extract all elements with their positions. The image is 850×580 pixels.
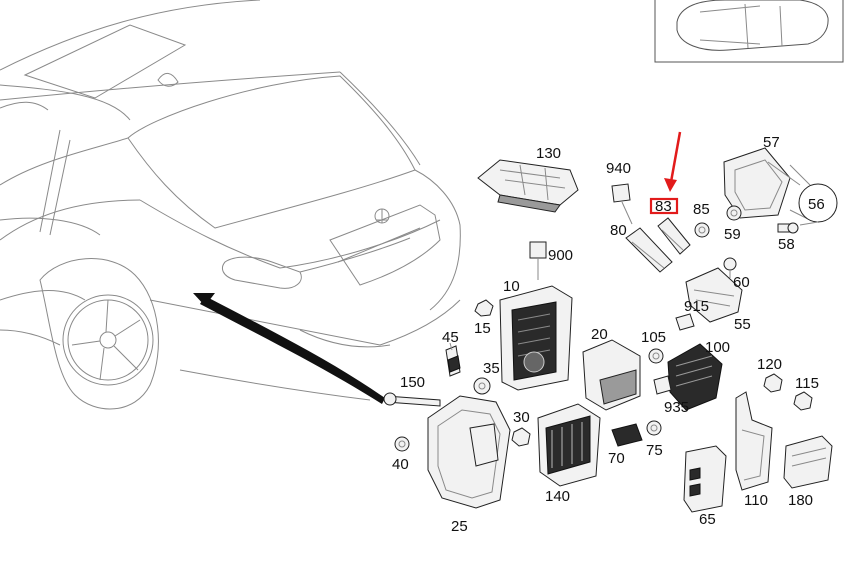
part-915-connector[interactable] [675, 313, 695, 331]
callout-59[interactable]: 59 [724, 226, 741, 243]
part-40-nut[interactable] [394, 436, 410, 452]
part-35-nut[interactable] [473, 377, 491, 395]
callout-180[interactable]: 180 [788, 492, 813, 509]
part-140-fuse-box[interactable] [537, 403, 601, 487]
part-59-nut[interactable] [726, 205, 742, 221]
part-105-nut[interactable] [648, 348, 664, 364]
vehicle-locator-inset [654, 0, 844, 63]
part-75-nut[interactable] [646, 420, 662, 436]
callout-10[interactable]: 10 [503, 278, 520, 295]
callout-20[interactable]: 20 [591, 326, 608, 343]
callout-140[interactable]: 140 [545, 488, 570, 505]
callout-30[interactable]: 30 [513, 409, 530, 426]
part-10-control-unit[interactable] [499, 285, 573, 391]
part-110-bracket[interactable] [735, 391, 773, 491]
part-120-nut[interactable] [763, 373, 783, 393]
car-rear-illustration [0, 0, 461, 410]
part-115-nut[interactable] [793, 391, 813, 411]
part-150-bolt[interactable] [383, 392, 441, 407]
callout-80[interactable]: 80 [610, 222, 627, 239]
callout-110[interactable]: 110 [744, 492, 768, 509]
callout-57[interactable]: 57 [763, 134, 780, 151]
callout-940[interactable]: 940 [606, 160, 631, 177]
callout-100[interactable]: 100 [705, 339, 730, 356]
part-30-nut[interactable] [511, 427, 531, 447]
callout-58[interactable]: 58 [778, 236, 795, 253]
part-900-connector[interactable] [529, 241, 547, 280]
callout-labels: 130 940 83 57 85 56 80 59 58 900 60 10 9… [392, 134, 825, 535]
part-100-module[interactable] [667, 343, 723, 411]
part-70-relay[interactable] [611, 423, 643, 447]
part-58-bolt[interactable] [777, 222, 799, 234]
location-arrow [193, 293, 385, 404]
part-80-module[interactable] [625, 227, 673, 273]
callout-56[interactable]: 56 [808, 196, 825, 213]
callout-25[interactable]: 25 [451, 518, 468, 535]
callout-915[interactable]: 915 [684, 298, 709, 315]
part-83-module[interactable] [657, 217, 691, 255]
callout-105[interactable]: 105 [641, 329, 666, 346]
leader-lines [449, 161, 819, 351]
part-25-bracket[interactable] [427, 395, 511, 509]
callout-935[interactable]: 935 [664, 399, 689, 416]
part-65-module[interactable] [683, 445, 727, 513]
callout-150[interactable]: 150 [400, 374, 425, 391]
part-20-module[interactable] [582, 339, 641, 411]
part-130-tray[interactable] [477, 159, 579, 213]
callout-45[interactable]: 45 [442, 329, 459, 346]
part-60-bolt[interactable] [723, 257, 737, 278]
callout-75[interactable]: 75 [646, 442, 663, 459]
callout-15[interactable]: 15 [474, 320, 491, 337]
callout-65[interactable]: 65 [699, 511, 716, 528]
part-180-module[interactable] [783, 435, 833, 489]
part-85-grommet[interactable] [694, 222, 710, 238]
callout-60[interactable]: 60 [733, 274, 750, 291]
callout-115[interactable]: 115 [795, 375, 819, 392]
callout-83[interactable]: 83 [655, 198, 672, 215]
callout-70[interactable]: 70 [608, 450, 625, 467]
highlight-arrow [664, 131, 682, 192]
callout-40[interactable]: 40 [392, 456, 409, 473]
callout-120[interactable]: 120 [757, 356, 782, 373]
callout-55[interactable]: 55 [734, 316, 751, 333]
part-45-sensor[interactable] [445, 345, 461, 377]
callout-85[interactable]: 85 [693, 201, 710, 218]
part-935-connector[interactable] [653, 375, 672, 395]
callout-130[interactable]: 130 [536, 145, 561, 162]
callout-35[interactable]: 35 [483, 360, 500, 377]
part-15-nut[interactable] [474, 299, 494, 317]
part-55-module[interactable] [685, 267, 743, 323]
highlight-box-83 [649, 197, 679, 215]
part-940-connector[interactable] [611, 183, 633, 225]
callout-900[interactable]: 900 [548, 247, 573, 264]
